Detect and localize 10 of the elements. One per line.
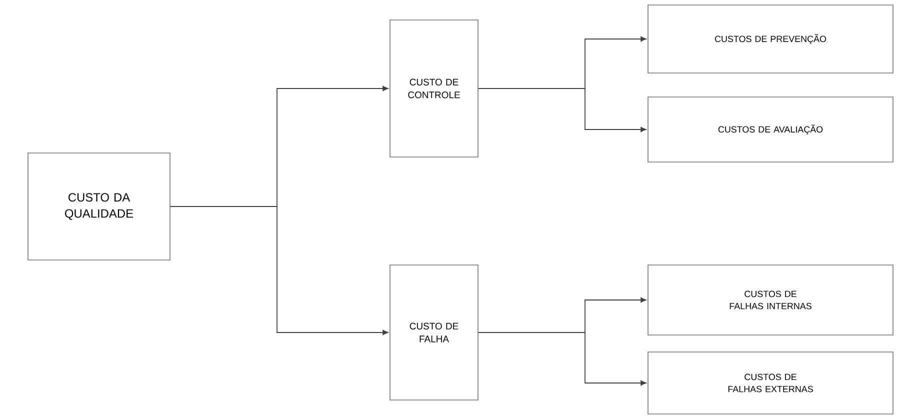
connector-arrow xyxy=(478,332,646,386)
process-box: CUSTO DA QUALIDADE xyxy=(28,152,170,260)
process-box: CUSTOS DE AVALIAÇÃO xyxy=(648,96,894,162)
process-box: CUSTOS DE FALHAS EXTERNAS xyxy=(648,352,894,414)
connector-arrow xyxy=(478,88,646,132)
process-box: CUSTOS DE FALHAS INTERNAS xyxy=(648,264,894,336)
process-box: CUSTOS DE PREVENÇÃO xyxy=(648,4,894,74)
process-box: CUSTO DE CONTROLE xyxy=(390,20,478,158)
process-box: CUSTO DE FALHA xyxy=(390,264,478,400)
connector-arrow xyxy=(170,206,388,336)
